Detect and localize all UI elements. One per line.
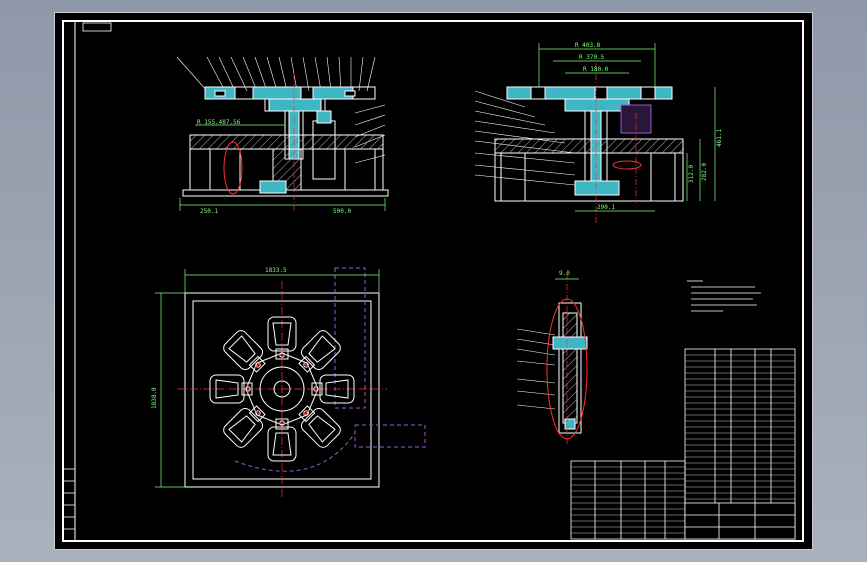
drawing-sheet: R 155.487.56 250.1 500.0 xyxy=(55,13,812,549)
cad-drawing: R 155.487.56 250.1 500.0 xyxy=(62,20,804,542)
front-view xyxy=(176,56,389,213)
side-dim-top-1: R 403.8 xyxy=(575,42,601,49)
top-left-label-box xyxy=(82,22,112,32)
detail-dim-top: 9.0 xyxy=(559,270,570,277)
left-binding-strip xyxy=(62,468,76,542)
fixture-arm xyxy=(223,405,266,448)
detail-view xyxy=(516,273,588,445)
front-dim-bottom-left: 250.1 xyxy=(200,208,218,215)
technical-notes xyxy=(687,280,761,312)
fixture-arm xyxy=(267,316,297,360)
inner-border xyxy=(74,20,804,542)
fixture-arm xyxy=(209,374,253,404)
fixture-arm xyxy=(311,374,355,404)
side-dim-right-1: 461.1 xyxy=(716,129,723,147)
fixture-arm xyxy=(223,330,266,373)
parts-list xyxy=(570,348,796,540)
fixture-arm xyxy=(298,330,341,373)
fixture-arm xyxy=(267,418,297,462)
side-dim-top-2: R 370.5 xyxy=(579,54,605,61)
side-dim-right-3: 312.0 xyxy=(688,165,695,183)
front-dim-bottom-right: 500.0 xyxy=(333,208,351,215)
fixture-arms xyxy=(209,316,355,462)
top-view-dims xyxy=(155,269,380,488)
side-view xyxy=(474,43,716,223)
side-dim-bottom: 290.1 xyxy=(597,204,615,211)
parts-list-rows xyxy=(571,354,795,534)
front-dim-top-right: R 155.487.56 xyxy=(197,119,241,126)
top-view xyxy=(177,267,426,498)
top-dim-height: 1838.0 xyxy=(151,387,158,409)
top-dim-width: 1833.5 xyxy=(265,267,287,274)
side-dim-right-2: 282.0 xyxy=(701,163,708,181)
fixture-arm xyxy=(298,405,341,448)
side-dim-top-3: R 180.0 xyxy=(583,66,609,73)
